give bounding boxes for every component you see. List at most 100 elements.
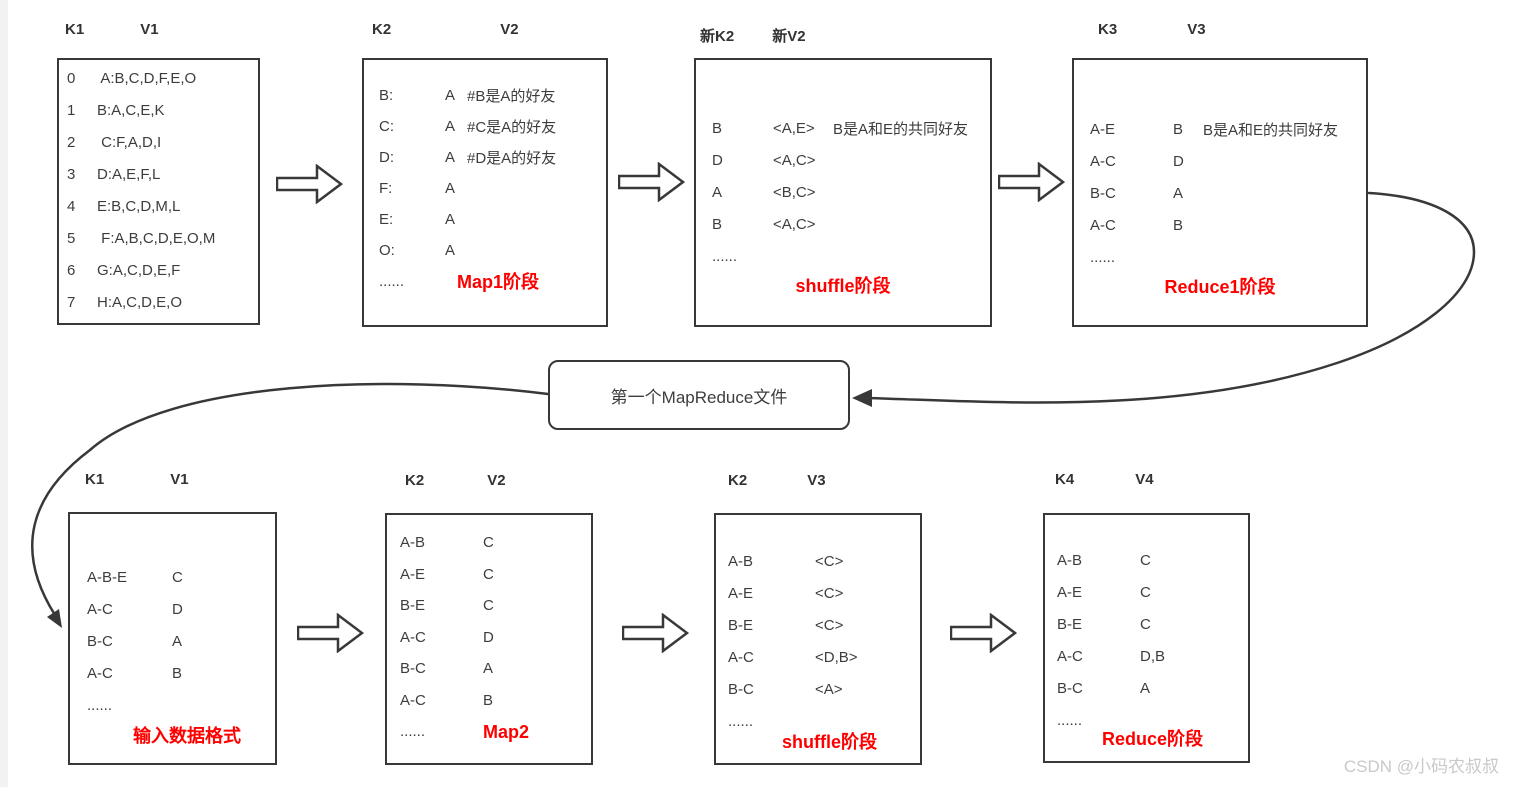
cell-key: O:	[379, 242, 395, 259]
cell-value: C	[483, 565, 494, 583]
cell-note: #D是A的好友	[467, 150, 557, 167]
cell-note: B是A和E的共同好友	[1203, 121, 1339, 139]
table-row: ......Map2	[400, 716, 591, 748]
cell-friend-list: D:A,E,F,L	[97, 165, 161, 183]
stage-label-shuffle2: shuffle阶段	[782, 732, 878, 752]
table-row: A-C<D,B>	[728, 641, 920, 673]
cell-value: A	[172, 632, 183, 650]
flow-arrow-icon	[618, 162, 685, 202]
table-row: C:A#C是A的好友	[379, 111, 606, 142]
cell-offset: 5	[67, 229, 76, 247]
top-box-shuffle: B<A,E>B是A和E的共同好友 D<A,C> A<B,C> B<A,C> ..…	[694, 58, 992, 327]
table-row: A-E B B是A和E的共同好友	[1090, 113, 1366, 145]
cell-value: A	[445, 180, 456, 197]
col-header-v3: V3	[1187, 21, 1206, 38]
cell-friend-list: B:A,C,E,K	[97, 101, 165, 119]
col-header-new-k2: 新K2	[700, 28, 735, 45]
cell-value: A	[1173, 184, 1184, 202]
cell-friend-list: H:A,C,D,E,O	[97, 293, 183, 311]
cell-key: A-E	[1090, 120, 1116, 138]
cell-value: A	[445, 87, 456, 104]
cell-value: C	[1140, 583, 1151, 601]
cell-key: B:	[379, 87, 394, 104]
cell-friend-list: G:A,C,D,E,F	[97, 261, 181, 279]
cell-value: <B,C>	[773, 183, 816, 201]
col-header-k2: K2	[405, 472, 425, 489]
csdn-watermark: CSDN @小码农叔叔	[1343, 757, 1499, 776]
ellipsis: ......	[728, 712, 754, 730]
cell-key: A-E	[728, 584, 754, 602]
table-row: A-E<C>	[728, 577, 920, 609]
cell-friend-list: A:B,C,D,F,E,O	[97, 69, 197, 87]
table-row: A-E C	[400, 559, 591, 591]
ellipsis: ......	[712, 247, 738, 265]
table-row: O:A	[379, 235, 606, 266]
cell-value: <A>	[815, 680, 843, 698]
cell-value: B	[1173, 120, 1184, 138]
flow-arrow-icon	[998, 162, 1065, 202]
col-header-new-v2: 新V2	[772, 28, 806, 45]
cell-value: <C>	[815, 552, 844, 570]
cell-key: A-E	[400, 565, 426, 583]
ellipsis: ......	[1057, 711, 1083, 729]
stage-label-map1: Map1阶段	[457, 271, 540, 292]
cell-key: B-E	[400, 597, 426, 615]
cell-key: A-C	[400, 691, 426, 709]
table-row: ......	[87, 689, 275, 721]
stage-label-reduce: Reduce阶段	[1102, 729, 1204, 749]
table-row: ......	[728, 705, 920, 737]
cell-key: A-C	[1057, 647, 1083, 665]
cell-key: A-C	[1090, 216, 1116, 234]
cell-value: A	[1140, 679, 1151, 697]
cell-value: D	[1173, 152, 1184, 170]
cell-offset: 7	[67, 293, 76, 311]
cell-value: C	[483, 534, 494, 552]
page-edge-strip	[0, 0, 8, 787]
col-header-v3: V3	[807, 472, 826, 489]
cell-key: F:	[379, 180, 393, 197]
cell-value: B	[172, 664, 183, 682]
cell-key: B-C	[728, 680, 754, 698]
cell-value: B	[483, 691, 494, 709]
stage-row: Reduce1阶段	[1074, 273, 1366, 305]
cell-key: B-E	[728, 616, 754, 634]
cell-key: A	[712, 183, 723, 201]
table-row: ......	[1090, 241, 1366, 273]
table-row: D:A#D是A的好友	[379, 142, 606, 173]
table-row: 5 F:A,B,C,D,E,O,M	[67, 222, 258, 254]
top-box-map1: B:A#B是A的好友 C:A#C是A的好友 D:A#D是A的好友 F:A E:A…	[362, 58, 608, 327]
table-row: B:A#B是A的好友	[379, 80, 606, 111]
cell-friend-list: C:F,A,D,I	[97, 133, 162, 151]
center-file-box: 第一个MapReduce文件	[548, 360, 850, 430]
cell-value: A	[483, 660, 494, 678]
headers-top-box3: 新K2 新V2	[700, 25, 806, 46]
cell-key: A-B-E	[87, 568, 128, 586]
table-row: A-C B	[400, 685, 591, 717]
col-header-v4: V4	[1135, 471, 1154, 488]
cell-value: <A,C>	[773, 151, 816, 169]
center-file-label: 第一个MapReduce文件	[610, 387, 788, 407]
cell-offset: 6	[67, 261, 76, 279]
cell-key: A-B	[1057, 551, 1083, 569]
col-header-v1: V1	[170, 471, 189, 488]
cell-value: A	[445, 118, 456, 135]
table-row: B-E<C>	[728, 609, 920, 641]
cell-key: B-C	[1057, 679, 1083, 697]
cell-value: D	[483, 628, 494, 646]
stage-label-shuffle: shuffle阶段	[795, 276, 891, 296]
table-row: 0 A:B,C,D,F,E,O	[67, 62, 258, 94]
cell-value: A	[445, 211, 456, 228]
table-row: 7 H:A,C,D,E,O	[67, 286, 258, 318]
